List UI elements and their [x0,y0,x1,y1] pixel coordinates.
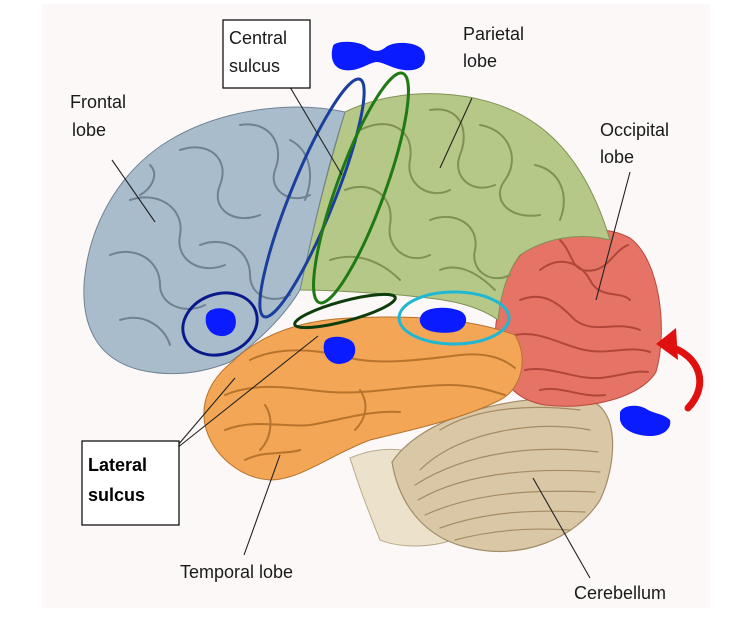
green-ellipse-annotation [312,71,410,305]
temporal-label: Temporal lobe [180,562,293,582]
frontal-label-line1: Frontal [70,92,126,112]
leader-cerebellum [532,477,591,579]
blue-marker-lateral [323,336,356,364]
blue-marker-frontal [205,308,236,337]
occipital-label-line2: lobe [600,147,634,167]
central-sulcus-label-line2: sulcus [229,56,280,76]
brain [83,93,662,552]
leader-lateral-2 [171,335,319,453]
leader-central-sulcus [286,81,343,176]
occipital-region [494,228,662,407]
annotations [181,41,704,436]
occipital-label-line1: Occipital [600,120,669,140]
lateral-sulcus-label-line1: Lateral [88,455,147,475]
labels: Frontal lobe Central sulcus Parietal lob… [70,24,669,603]
blue-ellipse-central-sulcus [258,77,366,319]
leader-lateral-1 [171,377,236,453]
central-sulcus-label-box [222,19,311,89]
parietal-label-line1: Parietal [463,24,524,44]
lateral-sulcus-label-line2: sulcus [88,485,145,505]
leader-parietal [439,97,473,169]
blue-marker-occipital-pole [620,405,671,436]
cerebellum-label: Cerebellum [574,583,666,603]
leader-frontal [111,159,156,223]
leader-temporal [243,454,281,556]
darkgreen-ellipse-lateral-sulcus [293,292,397,330]
leader-occipital [595,171,631,301]
blue-marker-top [331,41,426,71]
lateral-sulcus-label-box [81,440,180,526]
blue-marker-parietal [419,307,467,333]
frontal-label-line2: lobe [72,120,106,140]
navy-ellipse-annotation [181,291,259,357]
parietal-label-line2: lobe [463,51,497,71]
central-sulcus-label-line1: Central [229,28,287,48]
red-arrowhead-icon [656,328,678,360]
cerebellum-region [391,397,614,552]
leader-lines [111,81,631,579]
cyan-ellipse-annotation [397,290,511,346]
